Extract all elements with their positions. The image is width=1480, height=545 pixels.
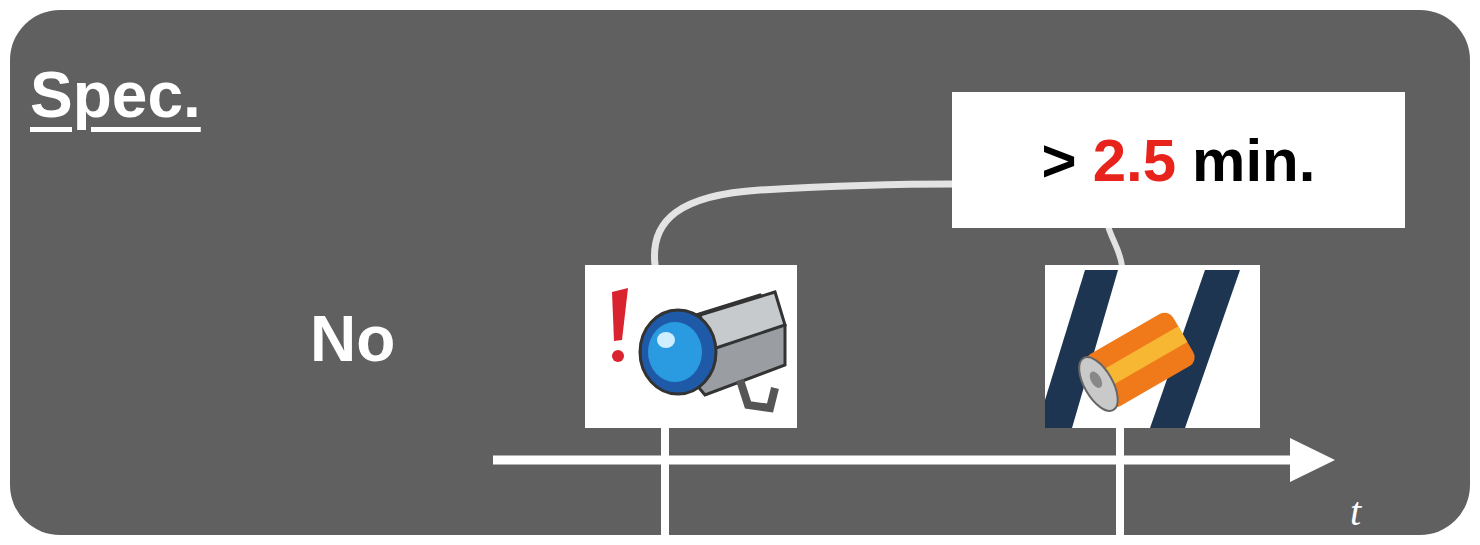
panel-title: Spec. <box>30 58 201 132</box>
duration-text: 2.5 <box>1093 126 1176 195</box>
axis-arrowhead <box>1290 438 1335 482</box>
camera-icon <box>585 265 797 428</box>
duration-box: >2.5min. <box>952 92 1405 228</box>
can-icon <box>1045 265 1260 428</box>
chalk-curve <box>654 184 955 265</box>
axis-label: t <box>1350 488 1361 535</box>
duration-text: > <box>1042 126 1077 195</box>
axis-tick <box>661 425 669 535</box>
axis-tick <box>1116 425 1124 535</box>
duration-text: min. <box>1192 126 1315 195</box>
background-panel <box>10 10 1470 535</box>
row-label: No <box>310 302 395 376</box>
chalk-curve <box>1108 226 1122 266</box>
time-axis <box>493 456 1300 465</box>
